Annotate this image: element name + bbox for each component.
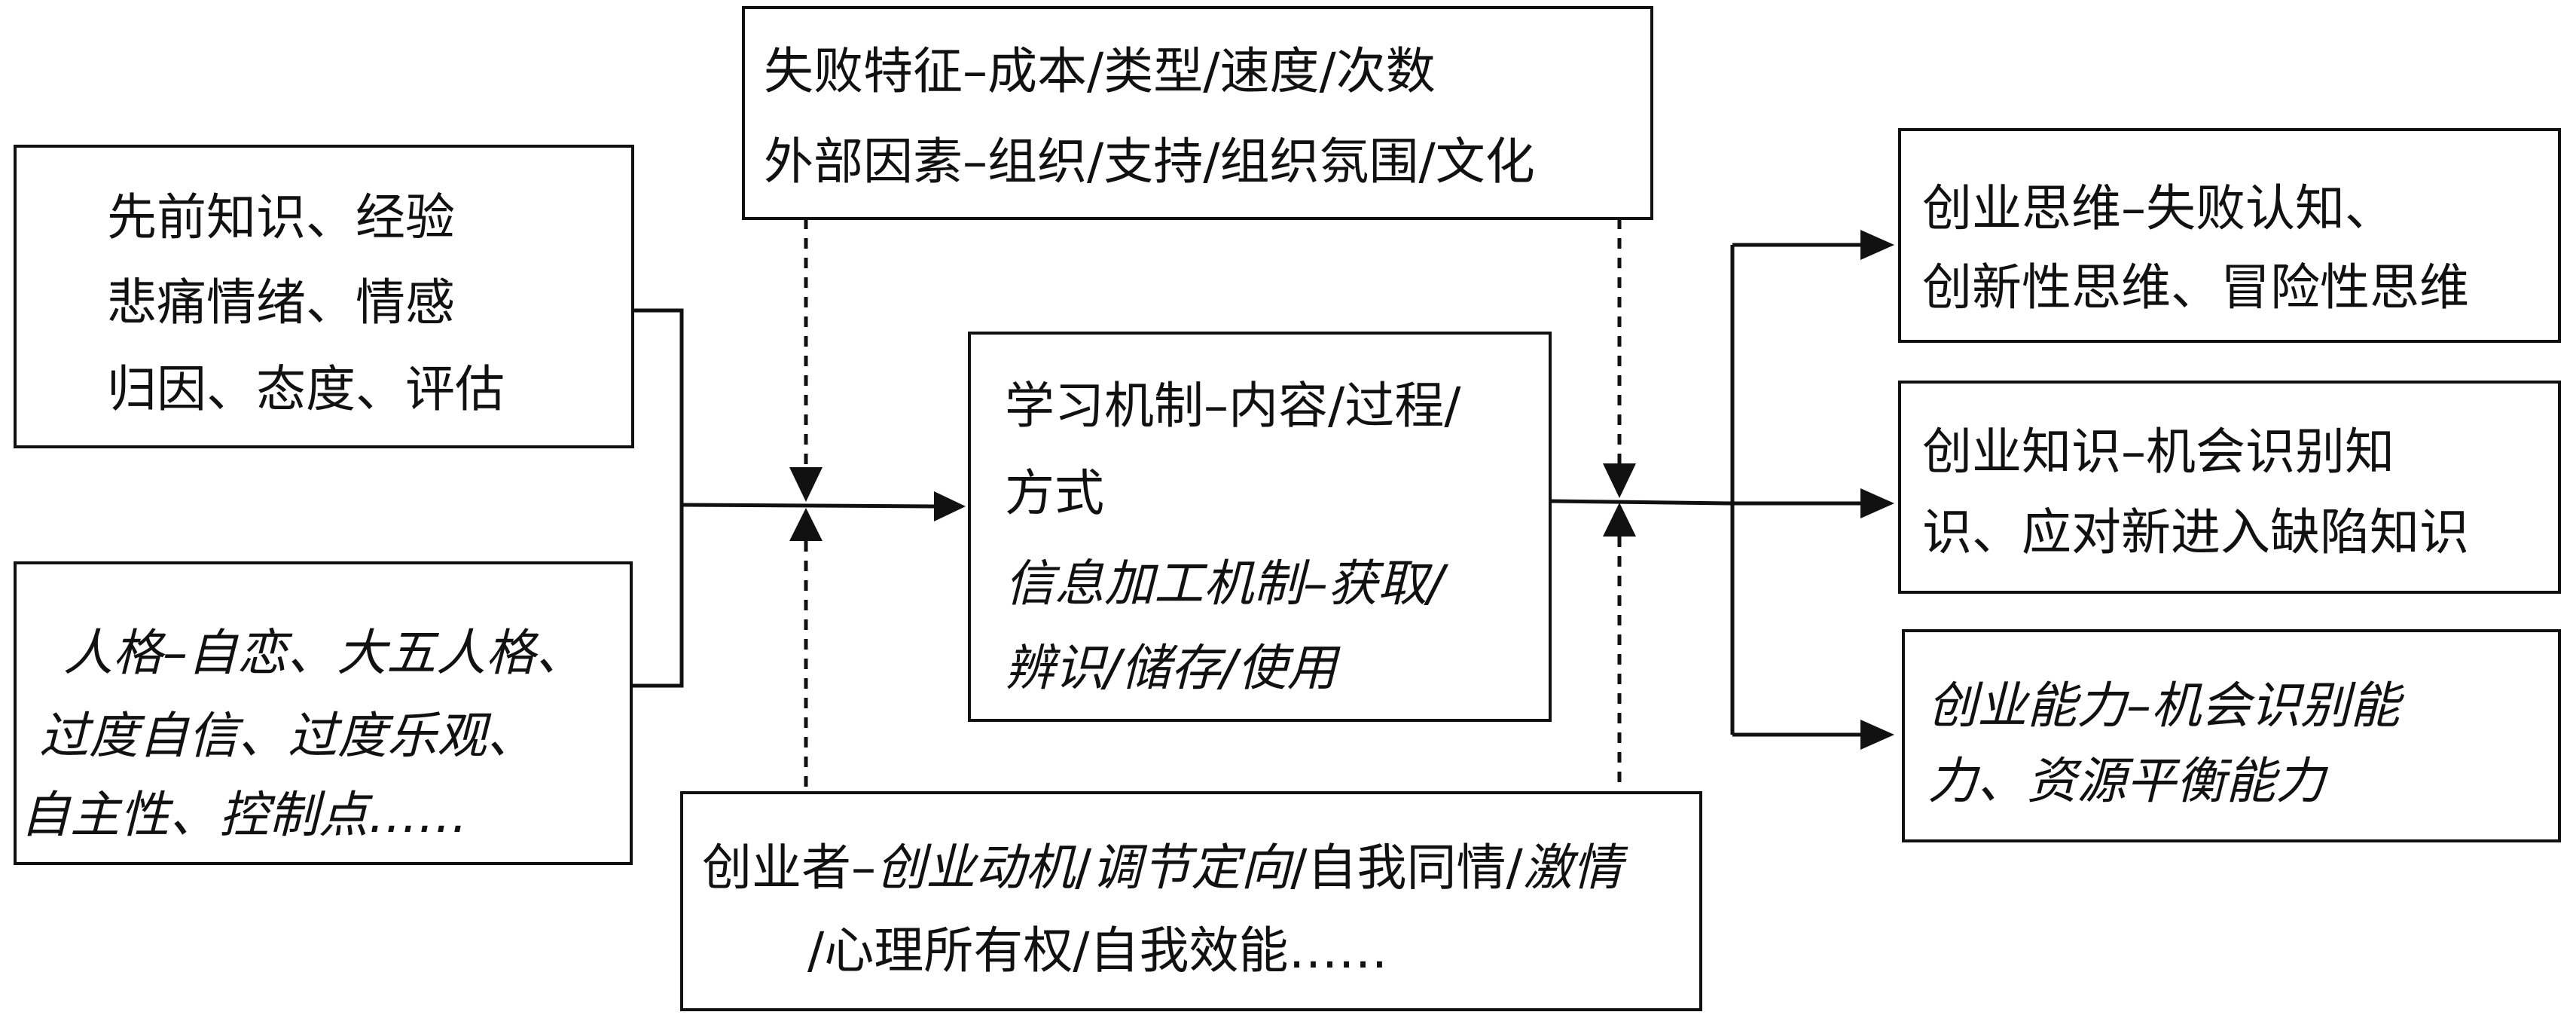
prior-knowledge-box: 先前知识、经验 悲痛情绪、情感 归因、态度、评估: [14, 145, 634, 448]
entrepreneurial-capability-box: 创业能力–机会识别能 力、资源平衡能力: [1902, 629, 2561, 842]
arrow-up-left-junction: [789, 508, 823, 541]
info-processing-text: 信息加工机制–获取/: [1005, 555, 1445, 613]
center-to-right-line: [1549, 499, 1733, 506]
attribution-text: 归因、态度、评估: [107, 360, 505, 418]
entrepreneurial-knowledge-box: 创业知识–机会识别知 识、应对新进入缺陷知识: [1898, 381, 2561, 594]
innovative-thinking-text: 创新性思维、冒险性思维: [1922, 258, 2469, 316]
left-to-center-line: [681, 503, 935, 509]
entrepreneur-traits-line2: /心理所有权/自我效能……: [807, 922, 1388, 980]
entrepreneurial-thinking-box: 创业思维–失败认知、 创新性思维、冒险性思维: [1898, 128, 2561, 343]
learning-mechanism-box: 学习机制–内容/过程/ 方式 信息加工机制–获取/ 辨识/储存/使用: [968, 332, 1552, 722]
arrow-down-right-junction: [1603, 463, 1636, 498]
autonomy-text: 自主性、控制点……: [20, 786, 468, 844]
learning-mechanism-text: 学习机制–内容/过程/: [1005, 377, 1461, 435]
info-processing-steps-text: 辨识/储存/使用: [1005, 639, 1337, 697]
grief-emotion-text: 悲痛情绪、情感: [107, 274, 455, 332]
separator-3: /: [1506, 839, 1523, 897]
left-bracket-line: [633, 308, 684, 688]
prior-knowledge-text: 先前知识、经验: [107, 188, 455, 246]
entrepreneur-traits-box: 创业者–创业动机/调节定向/自我同情/激情 /心理所有权/自我效能……: [680, 791, 1702, 1011]
external-factors-text: 外部因素–组织/支持/组织氛围/文化: [764, 133, 1535, 191]
arrow-up-right-junction: [1603, 503, 1636, 537]
arrow-down-left-junction: [789, 467, 823, 502]
self-compassion: 自我同情: [1307, 839, 1506, 897]
arrow-right-middle: [1860, 488, 1894, 518]
entrepreneur-traits-line1: 创业者–创业动机/调节定向/自我同情/激情: [702, 843, 1622, 893]
personality-box: 人格–自恋、大五人格、 过度自信、过度乐观、 自主性、控制点……: [14, 561, 633, 865]
arrow-right-bottom: [1860, 720, 1894, 750]
newness-liability-text: 识、应对新进入缺陷知识: [1922, 503, 2469, 561]
entrepreneurial-knowledge-text: 创业知识–机会识别知: [1922, 423, 2394, 481]
entrepreneurial-motivation: 创业动机: [876, 839, 1075, 897]
regulatory-focus: 调节定向: [1091, 839, 1291, 897]
entrepreneur-prefix: 创业者–: [702, 839, 876, 897]
arrow-into-center: [934, 491, 966, 521]
separator-1: /: [1075, 839, 1092, 897]
overconfidence-text: 过度自信、过度乐观、: [39, 707, 536, 765]
separator-2: /: [1290, 839, 1308, 897]
resource-balancing-text: 力、资源平衡能力: [1927, 752, 2325, 810]
entrepreneurial-capability-text: 创业能力–机会识别能: [1927, 677, 2400, 735]
personality-text: 人格–自恋、大五人格、: [63, 624, 585, 682]
failure-characteristics-text: 失败特征–成本/类型/速度/次数: [764, 42, 1436, 100]
arrow-right-top: [1860, 230, 1894, 260]
entrepreneurial-thinking-text: 创业思维–失败认知、: [1922, 179, 2394, 237]
learning-method-text: 方式: [1005, 464, 1104, 522]
failure-characteristics-box: 失败特征–成本/类型/速度/次数 外部因素–组织/支持/组织氛围/文化: [742, 6, 1653, 220]
passion: 激情: [1522, 839, 1622, 897]
